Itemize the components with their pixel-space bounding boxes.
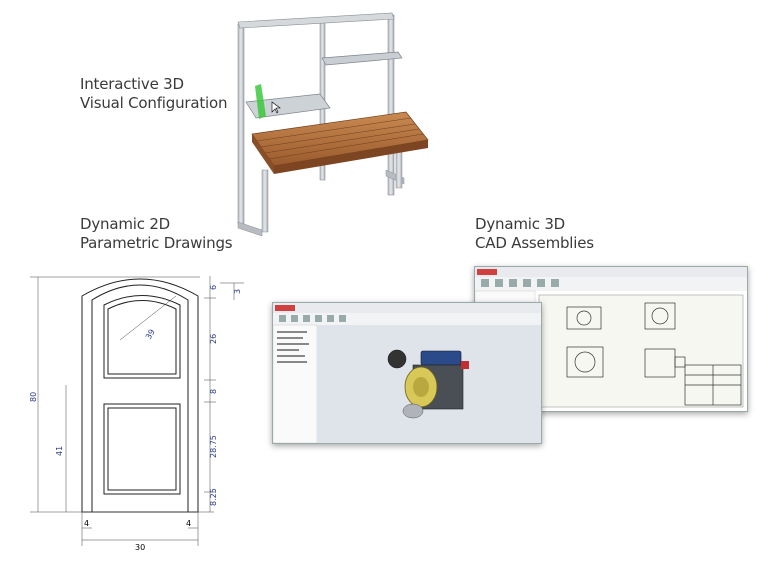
dim-right-stile: 4 (186, 519, 191, 528)
dim-overall-width: 30 (135, 543, 145, 552)
ribbon-toolbar[interactable] (279, 315, 346, 322)
caption-dynamic-2d: Dynamic 2D Parametric Drawings (80, 215, 233, 253)
caption-line: CAD Assemblies (475, 234, 594, 252)
dim-bottom-margin: 8.25 (209, 488, 218, 506)
lower-shelf[interactable] (245, 93, 331, 119)
dim-left-stile: 4 (84, 519, 89, 528)
caption-dynamic-3d-cad: Dynamic 3D CAD Assemblies (475, 215, 594, 253)
caption-interactive-3d: Interactive 3D Visual Configuration (80, 75, 227, 113)
feature-tree-panel[interactable] (273, 324, 318, 443)
dim-rail: 8 (209, 389, 218, 394)
dim-lower-height: 41 (55, 446, 64, 456)
mouse-cursor-icon (271, 101, 281, 114)
app-logo-icon (477, 269, 497, 275)
cad-assembly-screenshot[interactable] (272, 302, 542, 444)
ribbon-toolbar[interactable] (481, 279, 559, 287)
dim-upper-panel: 26 (209, 334, 218, 344)
caption-line: Visual Configuration (80, 94, 228, 112)
dim-lower-panel: 28.75 (209, 435, 218, 458)
drawing-sheet (538, 294, 744, 408)
dim-overall-height: 80 (29, 392, 38, 402)
upper-shelf[interactable] (321, 51, 403, 66)
caption-line: Dynamic 3D (475, 215, 566, 233)
dim-top-offset: 3 (233, 289, 242, 294)
dim-arc-radius: 39 (144, 328, 157, 341)
caption-line: Dynamic 2D (80, 215, 171, 233)
gearbox-model[interactable] (387, 349, 469, 419)
app-logo-icon (275, 305, 295, 311)
caption-line: Parametric Drawings (80, 234, 233, 252)
caption-line: Interactive 3D (80, 75, 184, 93)
selected-component-highlight[interactable] (255, 84, 266, 119)
dim-top-margin: 6 (209, 285, 218, 290)
wood-worktop[interactable] (251, 111, 429, 174)
